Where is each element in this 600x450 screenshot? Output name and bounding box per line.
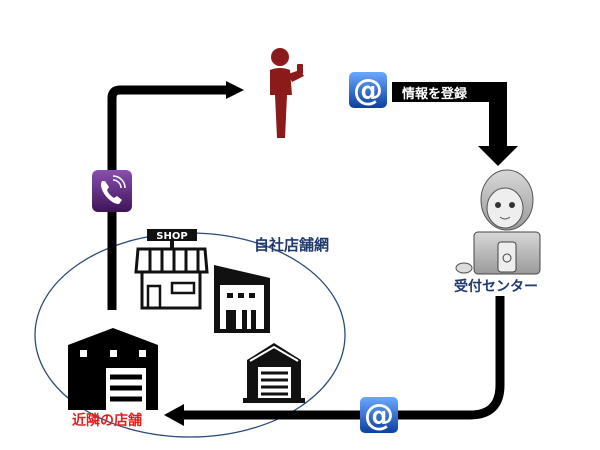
- warehouse-icon: [68, 328, 158, 410]
- svg-text:@: @: [353, 73, 383, 108]
- person-with-phone-icon: [270, 48, 304, 138]
- flow-arrow-phone-to-person: [107, 81, 244, 310]
- email-icon: @: [349, 72, 387, 108]
- garage-icon: [243, 343, 305, 403]
- svg-text:@: @: [364, 398, 394, 433]
- flow-arrow-center-to-store: [164, 296, 505, 426]
- building-icon: [214, 265, 270, 333]
- phone-icon: [92, 170, 132, 212]
- own-store-network-label: 自社店舗網: [254, 236, 330, 254]
- flow-arrow-register: [392, 82, 518, 166]
- reception-center-label: 受付センター: [454, 279, 538, 295]
- shop-icon: SHOP: [134, 229, 209, 310]
- shop-sign-text: SHOP: [156, 231, 187, 242]
- operator-icon: [455, 169, 541, 275]
- nearby-store-label: 近隣の店舗: [72, 413, 142, 429]
- email-icon-bottom: @: [360, 397, 398, 433]
- register-info-label: 情報を登録: [402, 87, 468, 102]
